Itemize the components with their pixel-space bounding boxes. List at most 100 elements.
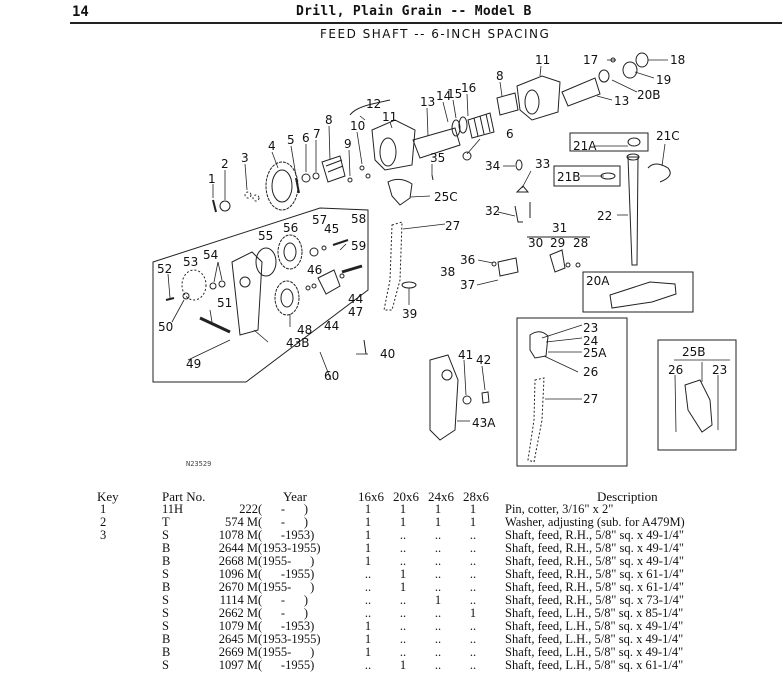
row-qty-0: .. [364, 658, 372, 672]
row-qty-2: .. [434, 541, 442, 555]
row-year: ( -1955) [258, 567, 315, 581]
callout-24: 24 [583, 334, 598, 348]
part-22-tube [626, 153, 640, 266]
callout-26a: 26 [583, 365, 598, 379]
row-qty-1: 1 [399, 580, 407, 594]
row-key: 2 [100, 515, 107, 529]
part-13-sleeve [412, 127, 461, 159]
callout-13b: 13 [614, 94, 629, 108]
header-28x6: 28x6 [463, 489, 489, 504]
callout-6: 6 [302, 131, 310, 145]
callout-5: 5 [287, 133, 295, 147]
page-title: Drill, Plain Grain -- Model B [296, 4, 532, 19]
row-qty-3: .. [469, 541, 477, 555]
part-27-tube [383, 221, 403, 311]
callout-21C: 21C [656, 129, 680, 143]
part-21C-ring [647, 163, 671, 183]
row-part-prefix: S [162, 567, 169, 581]
row-qty-2: .. [434, 554, 442, 568]
part-14-15 [451, 116, 468, 137]
callout-22: 22 [597, 209, 612, 223]
row-qty-3: .. [469, 645, 477, 659]
row-year: (1955- ) [258, 645, 315, 659]
row-part-number: 2670 M [218, 580, 258, 594]
callout-38: 38 [440, 265, 455, 279]
row-part-number: 1079 M [218, 619, 258, 633]
part-9-10 [347, 165, 371, 183]
row-description: Shaft, feed, R.H., 5/8" sq. x 73-1/4" [505, 593, 684, 607]
row-year: (1955- ) [258, 554, 315, 568]
row-year: ( -1955) [258, 658, 315, 672]
callout-28: 28 [573, 236, 588, 250]
callout-26b: 26 [668, 363, 683, 377]
callout-21A: 21A [573, 139, 597, 153]
callout-57: 57 [312, 213, 327, 227]
callout-19: 19 [656, 73, 671, 87]
row-year: ( - ) [258, 502, 308, 516]
row-qty-0: 1 [364, 541, 372, 555]
part-8-right [496, 92, 519, 116]
header-year: Year [283, 489, 307, 504]
part-11-right [516, 75, 561, 121]
row-qty-3: .. [469, 528, 477, 542]
table-header: Key Part No. Year 16x6 20x6 24x6 28x6 De… [0, 490, 782, 503]
callout-43B: 43B [286, 336, 310, 350]
row-part-prefix: B [162, 632, 171, 646]
part-12-bracket [349, 99, 391, 116]
row-part-number: 1078 M [218, 528, 258, 542]
callout-7: 7 [313, 127, 321, 141]
row-qty-0: .. [364, 580, 372, 594]
callout-54: 54 [203, 248, 218, 262]
row-part-prefix: S [162, 658, 169, 672]
row-qty-3: .. [469, 619, 477, 633]
callout-39: 39 [402, 307, 417, 321]
row-qty-2: 1 [434, 502, 442, 516]
callout-45: 45 [324, 222, 339, 236]
part-51-shaft [199, 316, 231, 334]
part-36-37 [491, 257, 519, 277]
row-description: Shaft, feed, R.H., 5/8" sq. x 49-1/4" [505, 528, 684, 542]
callout-11: 11 [382, 110, 397, 124]
callout-37: 37 [460, 278, 475, 292]
callout-25C: 25C [434, 190, 458, 204]
callout-14: 14 [436, 89, 451, 103]
part-43B-plate [231, 251, 263, 336]
callout-8b: 8 [496, 69, 504, 83]
row-part-prefix: B [162, 554, 171, 568]
row-qty-3: .. [469, 554, 477, 568]
part-40 [363, 339, 367, 355]
part-60-panel-outline [152, 207, 369, 383]
callout-50: 50 [158, 320, 173, 334]
row-qty-2: .. [434, 528, 442, 542]
callout-16: 16 [461, 81, 476, 95]
part-54-washers [209, 280, 226, 290]
part-39 [401, 281, 417, 289]
callout-23a: 23 [583, 321, 598, 335]
callout-34: 34 [485, 159, 500, 173]
part-17-18-19-20B [598, 52, 649, 83]
row-qty-3: .. [469, 632, 477, 646]
row-year: ( - ) [258, 606, 308, 620]
row-qty-0: 1 [364, 619, 372, 633]
row-qty-0: 1 [364, 515, 372, 529]
row-year: (1953-1955) [258, 541, 321, 555]
part-43A-housing [429, 354, 459, 441]
row-qty-2: .. [434, 658, 442, 672]
row-qty-0: 1 [364, 502, 372, 516]
row-qty-2: 1 [434, 515, 442, 529]
callout-4: 4 [268, 139, 276, 153]
part-20A-box [582, 271, 694, 313]
callout-1: 1 [208, 172, 216, 186]
row-description: Shaft, feed, L.H., 5/8" sq. x 49-1/4" [505, 645, 684, 659]
part-16-spring [467, 112, 495, 139]
row-qty-3: .. [469, 658, 477, 672]
callout-8: 8 [325, 113, 333, 127]
part-13-right [561, 77, 601, 107]
row-part-number: 2669 M [218, 645, 258, 659]
callout-6b: 6 [506, 127, 514, 141]
callout-18: 18 [670, 53, 685, 67]
part-44-washers [305, 273, 345, 291]
row-part-number: 574 M [225, 515, 258, 529]
row-part-prefix: B [162, 541, 171, 555]
